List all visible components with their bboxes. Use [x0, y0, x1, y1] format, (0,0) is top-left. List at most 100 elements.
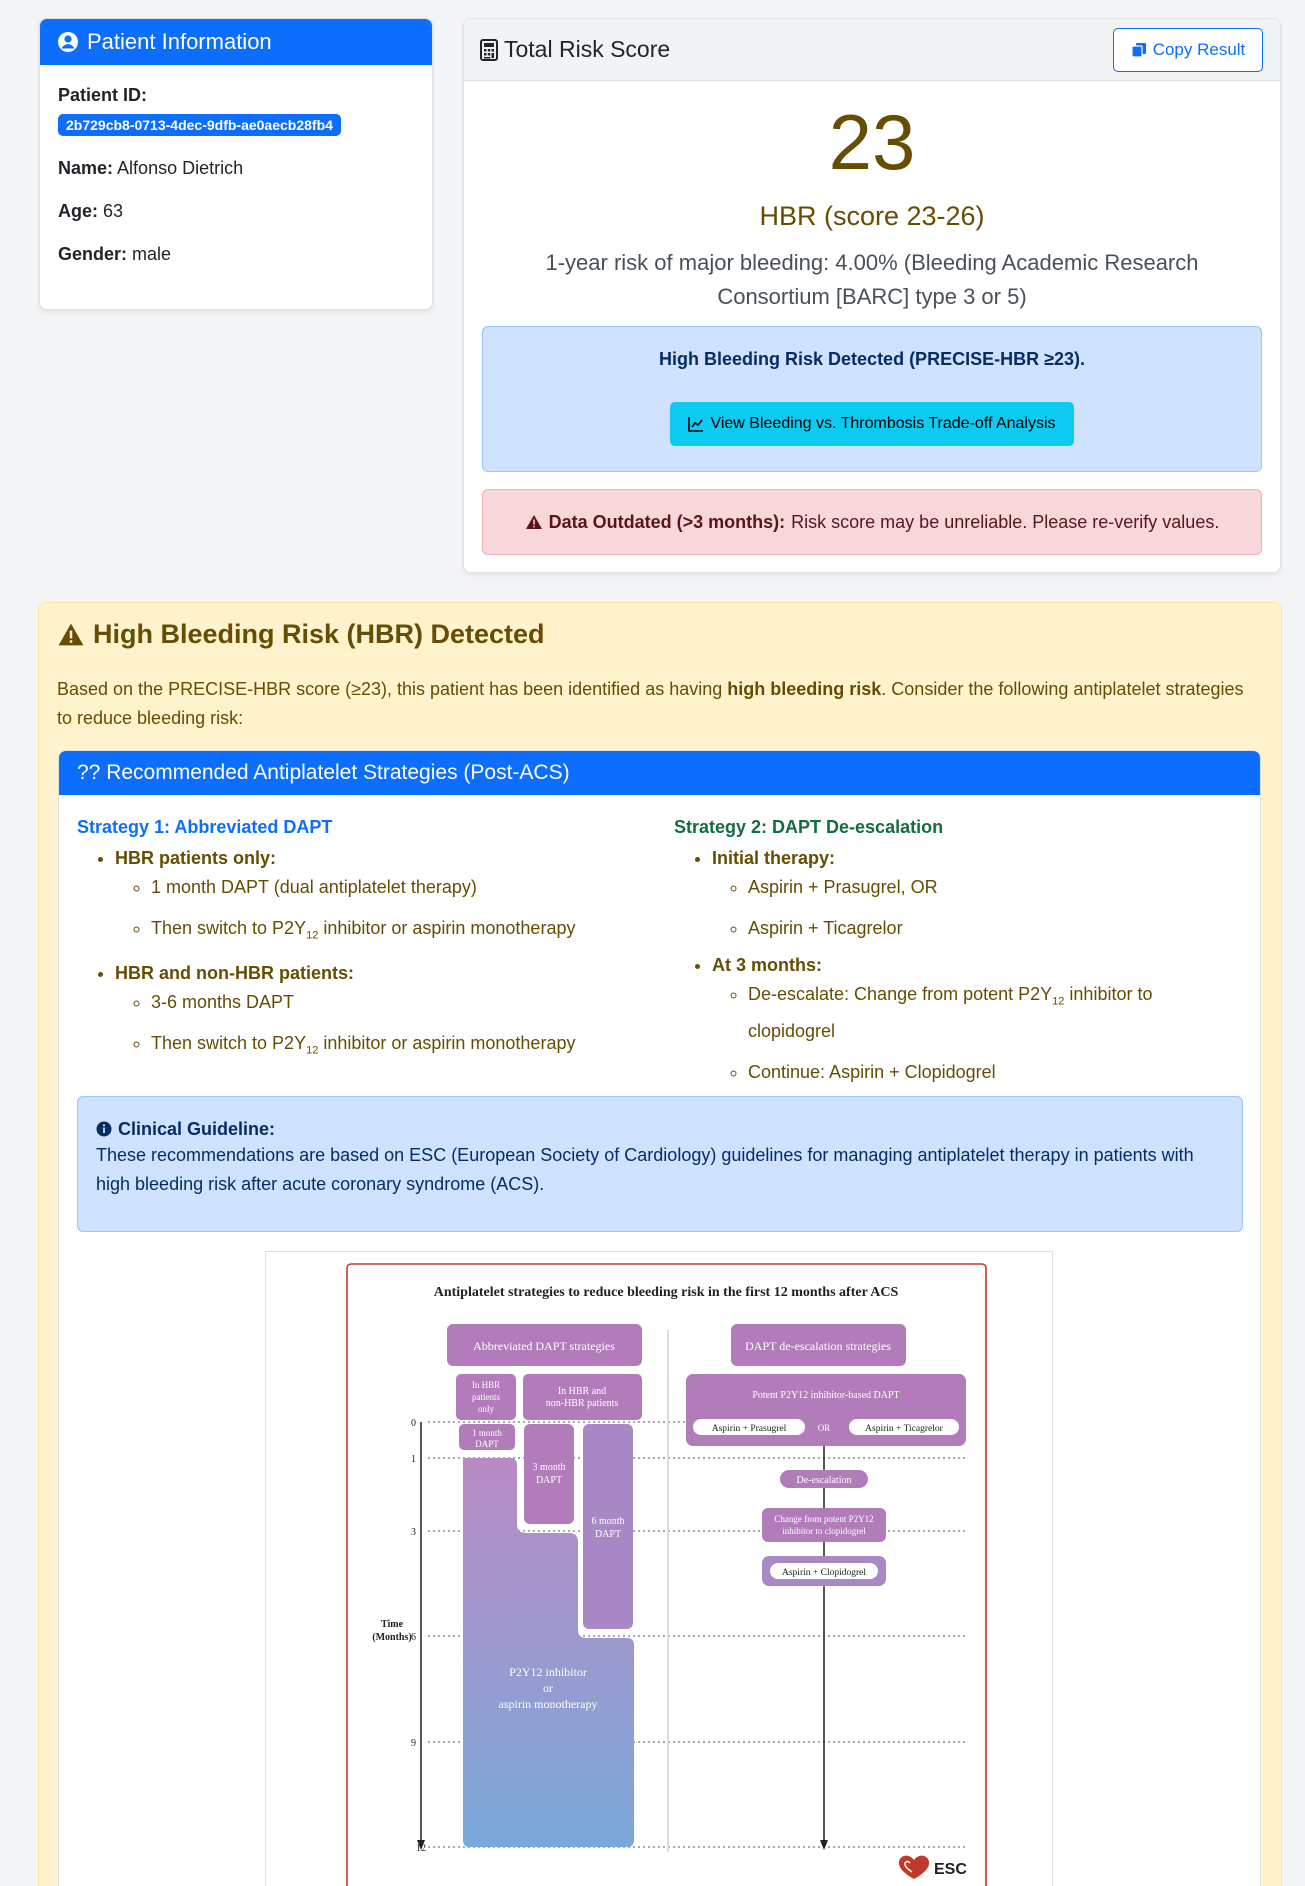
- data-outdated-text: Risk score may be unreliable. Please re-…: [791, 511, 1220, 532]
- box-text: In HBR and: [558, 1386, 606, 1397]
- clinical-guideline-alert: Clinical Guideline: These recommendation…: [77, 1096, 1243, 1232]
- hbr-title-text: High Bleeding Risk (HBR) Detected: [93, 619, 545, 649]
- patient-id-badge: 2b729cb8-0713-4dec-9dfb-ae0aecb28fb4: [58, 114, 341, 136]
- item-text: Then switch to P2Y: [151, 1032, 307, 1053]
- time-axis-arrow: [417, 1840, 425, 1850]
- item-text: inhibitor or aspirin monotherapy: [318, 918, 576, 938]
- pill-text: Aspirin + Prasugrel: [712, 1424, 787, 1434]
- age-value: 63: [103, 201, 124, 221]
- potent-dapt-box: [686, 1374, 966, 1446]
- abbrev-header-box: [447, 1324, 642, 1366]
- box-text: or: [543, 1681, 553, 1695]
- tradeoff-analysis-button[interactable]: View Bleeding vs. Thrombosis Trade-off A…: [670, 402, 1074, 446]
- patient-age-row: Age: 63: [58, 201, 414, 222]
- hbr-only-box: [456, 1374, 516, 1420]
- patient-info-card: Patient Information Patient ID: 2b729cb8…: [39, 18, 433, 310]
- item-text: inhibitor or aspirin monotherapy: [318, 1032, 576, 1053]
- esc-figure: Antiplatelet strategies to reduce bleedi…: [265, 1251, 1053, 1886]
- monotherapy-region: [463, 1458, 634, 1847]
- list-item: Aspirin + Prasugrel, OR: [748, 873, 1234, 902]
- hbr-non-hbr-box: [523, 1374, 642, 1420]
- box-text: DAPT: [595, 1529, 621, 1540]
- esc-figure-svg: Antiplatelet strategies to reduce bleedi…: [346, 1263, 987, 1886]
- strategy-1-title: Strategy 1: Abbreviated DAPT: [77, 817, 333, 837]
- time-label: Time: [381, 1619, 404, 1630]
- abbrev-header-text: Abbreviated DAPT strategies: [473, 1339, 615, 1353]
- list-item: Then switch to P2Y12 inhibitor or aspiri…: [151, 914, 637, 951]
- pill-text: Aspirin + Clopidogrel: [782, 1568, 866, 1578]
- risk-score-title: Total Risk Score: [504, 36, 671, 62]
- deesc-header-text: DAPT de-escalation strategies: [745, 1339, 891, 1353]
- subscript: 12: [1052, 995, 1065, 1008]
- tick-label: 3: [411, 1527, 416, 1538]
- strategy-2-group-2: At 3 months: De-escalate: Change from po…: [712, 955, 1234, 1087]
- clinical-guideline-title: Clinical Guideline:: [96, 1117, 1224, 1141]
- line-chart-icon: [688, 417, 704, 432]
- risk-category: HBR (score 23-26): [759, 201, 985, 231]
- strategy-2: Strategy 2: DAPT De-escalation Initial t…: [674, 817, 1234, 1099]
- group-label: HBR patients only:: [115, 848, 277, 868]
- strategy-2-title: Strategy 2: DAPT De-escalation: [674, 817, 944, 837]
- box-text: only: [478, 1404, 495, 1414]
- patient-gender-row: Gender: male: [58, 244, 414, 265]
- user-circle-icon: [58, 32, 78, 52]
- list-item: 1 month DAPT (dual antiplatelet therapy): [151, 873, 637, 902]
- asp-pras-pill: [693, 1419, 805, 1435]
- risk-description: 1-year risk of major bleeding: 4.00% (Bl…: [545, 250, 1199, 309]
- item-text: Then switch to P2Y: [151, 918, 307, 938]
- warning-triangle-icon: [525, 515, 542, 529]
- box-text: Potent P2Y12 inhibitor-based DAPT: [752, 1390, 899, 1401]
- patient-info-title: Patient Information: [87, 29, 272, 54]
- tick-label: 0: [411, 1418, 416, 1429]
- warning-triangle-icon: [58, 623, 84, 646]
- tradeoff-analysis-label: View Bleeding vs. Thrombosis Trade-off A…: [710, 415, 1056, 432]
- group-label: HBR and non-HBR patients:: [115, 962, 354, 983]
- risk-score-header: Total Risk Score Copy Result: [464, 19, 1280, 81]
- asp-clop-pill: [770, 1563, 878, 1579]
- info-circle-icon: [96, 1121, 112, 1137]
- risk-score-value: 23: [828, 98, 916, 186]
- box-text: P2Y12 inhibitor: [509, 1665, 587, 1679]
- hbr-intro-bold: high bleeding risk: [727, 679, 882, 699]
- box-text: patients: [472, 1392, 500, 1402]
- hbr-detected-text: High Bleeding Risk Detected (PRECISE-HBR…: [659, 349, 1085, 369]
- figure-title: Antiplatelet strategies to reduce bleedi…: [434, 1285, 899, 1300]
- deesc-header-box: [731, 1324, 906, 1366]
- one-month-dapt-box: [459, 1424, 515, 1450]
- or-text: OR: [818, 1423, 831, 1433]
- strategy-1-group-1: HBR patients only: 1 month DAPT (dual an…: [115, 848, 637, 951]
- data-outdated-alert: Data Outdated (>3 months): Risk score ma…: [482, 489, 1262, 555]
- list-item: Aspirin + Ticagrelor: [748, 914, 1234, 943]
- box-text: 3 month: [532, 1462, 565, 1473]
- tick-label: 6: [411, 1632, 416, 1643]
- name-value: Alfonso Dietrich: [117, 158, 244, 178]
- group-label: Initial therapy:: [712, 848, 836, 868]
- box-text: 1 month: [472, 1428, 502, 1438]
- box-text: aspirin monotherapy: [499, 1697, 598, 1711]
- six-month-dapt-box: [583, 1424, 633, 1629]
- box-text: inhibitor to clopidogrel: [782, 1526, 866, 1536]
- hbr-intro-pre: Based on the PRECISE-HBR score (≥23), th…: [57, 679, 723, 699]
- hbr-intro: Based on the PRECISE-HBR score (≥23), th…: [57, 675, 1257, 733]
- box-text: Change from potent P2Y12: [774, 1514, 873, 1524]
- recommended-strategies-header: ?? Recommended Antiplatelet Strategies (…: [59, 751, 1260, 795]
- tick-label: 1: [411, 1454, 416, 1465]
- three-month-dapt-box: [524, 1424, 574, 1524]
- hbr-title: High Bleeding Risk (HBR) Detected: [57, 619, 545, 650]
- pill-text: Aspirin + Ticagrelor: [865, 1424, 943, 1434]
- data-outdated-label: Data Outdated (>3 months):: [548, 511, 786, 532]
- patient-info-header: Patient Information: [40, 19, 432, 65]
- time-unit-label: (Months): [372, 1632, 411, 1643]
- tick-label: 12: [416, 1843, 426, 1854]
- box-text: non-HBR patients: [546, 1398, 619, 1409]
- copy-result-button[interactable]: Copy Result: [1113, 28, 1263, 72]
- hbr-detected-alert: High Bleeding Risk Detected (PRECISE-HBR…: [482, 326, 1262, 472]
- subscript: 12: [306, 929, 319, 942]
- list-item: De-escalate: Change from potent P2Y12 in…: [748, 980, 1234, 1046]
- copy-icon: [1131, 43, 1146, 58]
- time-ticks: 0 1 3 6 9 12: [411, 1418, 426, 1854]
- esc-logo-text: ESC: [934, 1861, 967, 1878]
- list-item: 3-6 months DAPT: [151, 988, 637, 1017]
- box-text: DAPT: [475, 1439, 499, 1449]
- heart-inner-icon: [904, 1860, 913, 1873]
